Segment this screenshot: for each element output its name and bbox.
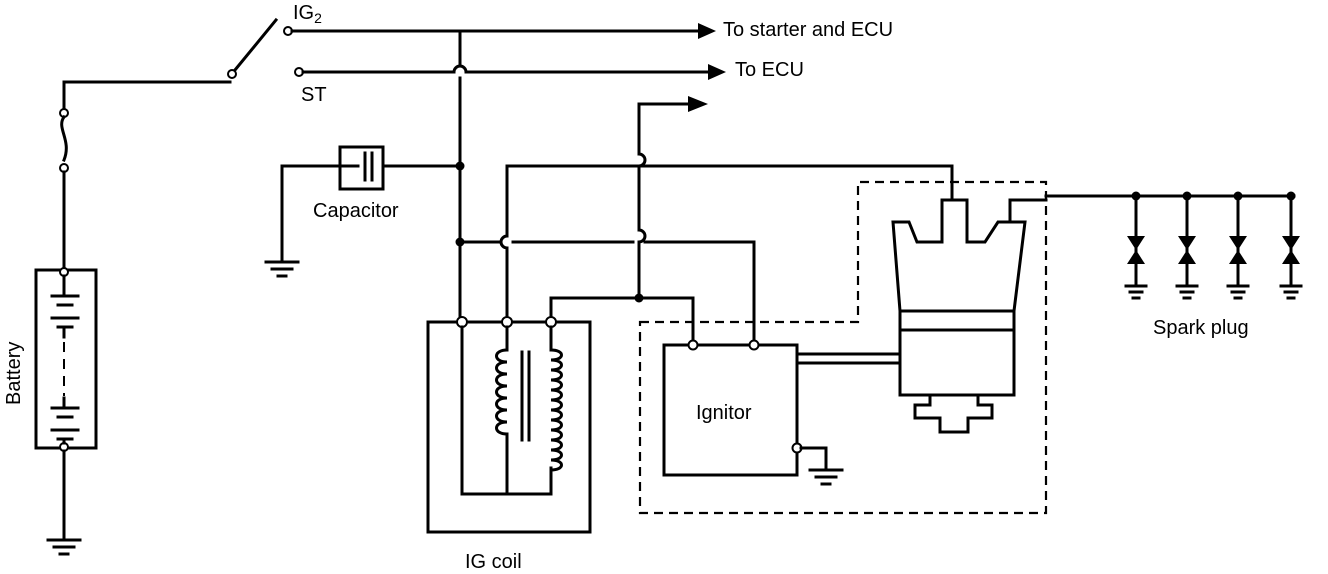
- ignitor: [662, 339, 902, 486]
- capacitor-ground-symbol: [264, 260, 300, 278]
- ignitor-label: Ignitor: [696, 402, 752, 424]
- capacitor: [264, 145, 462, 278]
- distributor-dashed-enclosure: [638, 180, 1048, 515]
- fuse: [59, 108, 69, 173]
- battery-branch: Battery: [3, 80, 232, 556]
- to-ecu-label: To ECU: [735, 59, 804, 81]
- distributor: [891, 198, 1048, 434]
- primary-winding: [495, 348, 509, 436]
- spark-plug: [1226, 194, 1250, 300]
- battery-ground-symbol: [46, 538, 82, 556]
- ig2-label: IG2: [293, 2, 322, 26]
- spark-plug: [1124, 194, 1148, 300]
- spark-plug: [1279, 194, 1303, 300]
- spark-plug-bus: [1044, 191, 1296, 201]
- battery: [34, 267, 98, 452]
- ig-coil-label: IG coil: [465, 551, 522, 573]
- ignition-switch: IG2 ST: [227, 2, 327, 106]
- spark-plug: [1175, 194, 1199, 300]
- ignitor-ground-symbol: [808, 468, 844, 486]
- battery-label: Battery: [3, 342, 25, 405]
- to-starter-label: To starter and ECU: [723, 19, 893, 41]
- spark-plug-label: Spark plug: [1153, 317, 1249, 339]
- secondary-winding: [549, 348, 563, 472]
- capacitor-label: Capacitor: [313, 200, 399, 222]
- st-label: ST: [301, 84, 327, 106]
- ig-coil: [426, 316, 592, 534]
